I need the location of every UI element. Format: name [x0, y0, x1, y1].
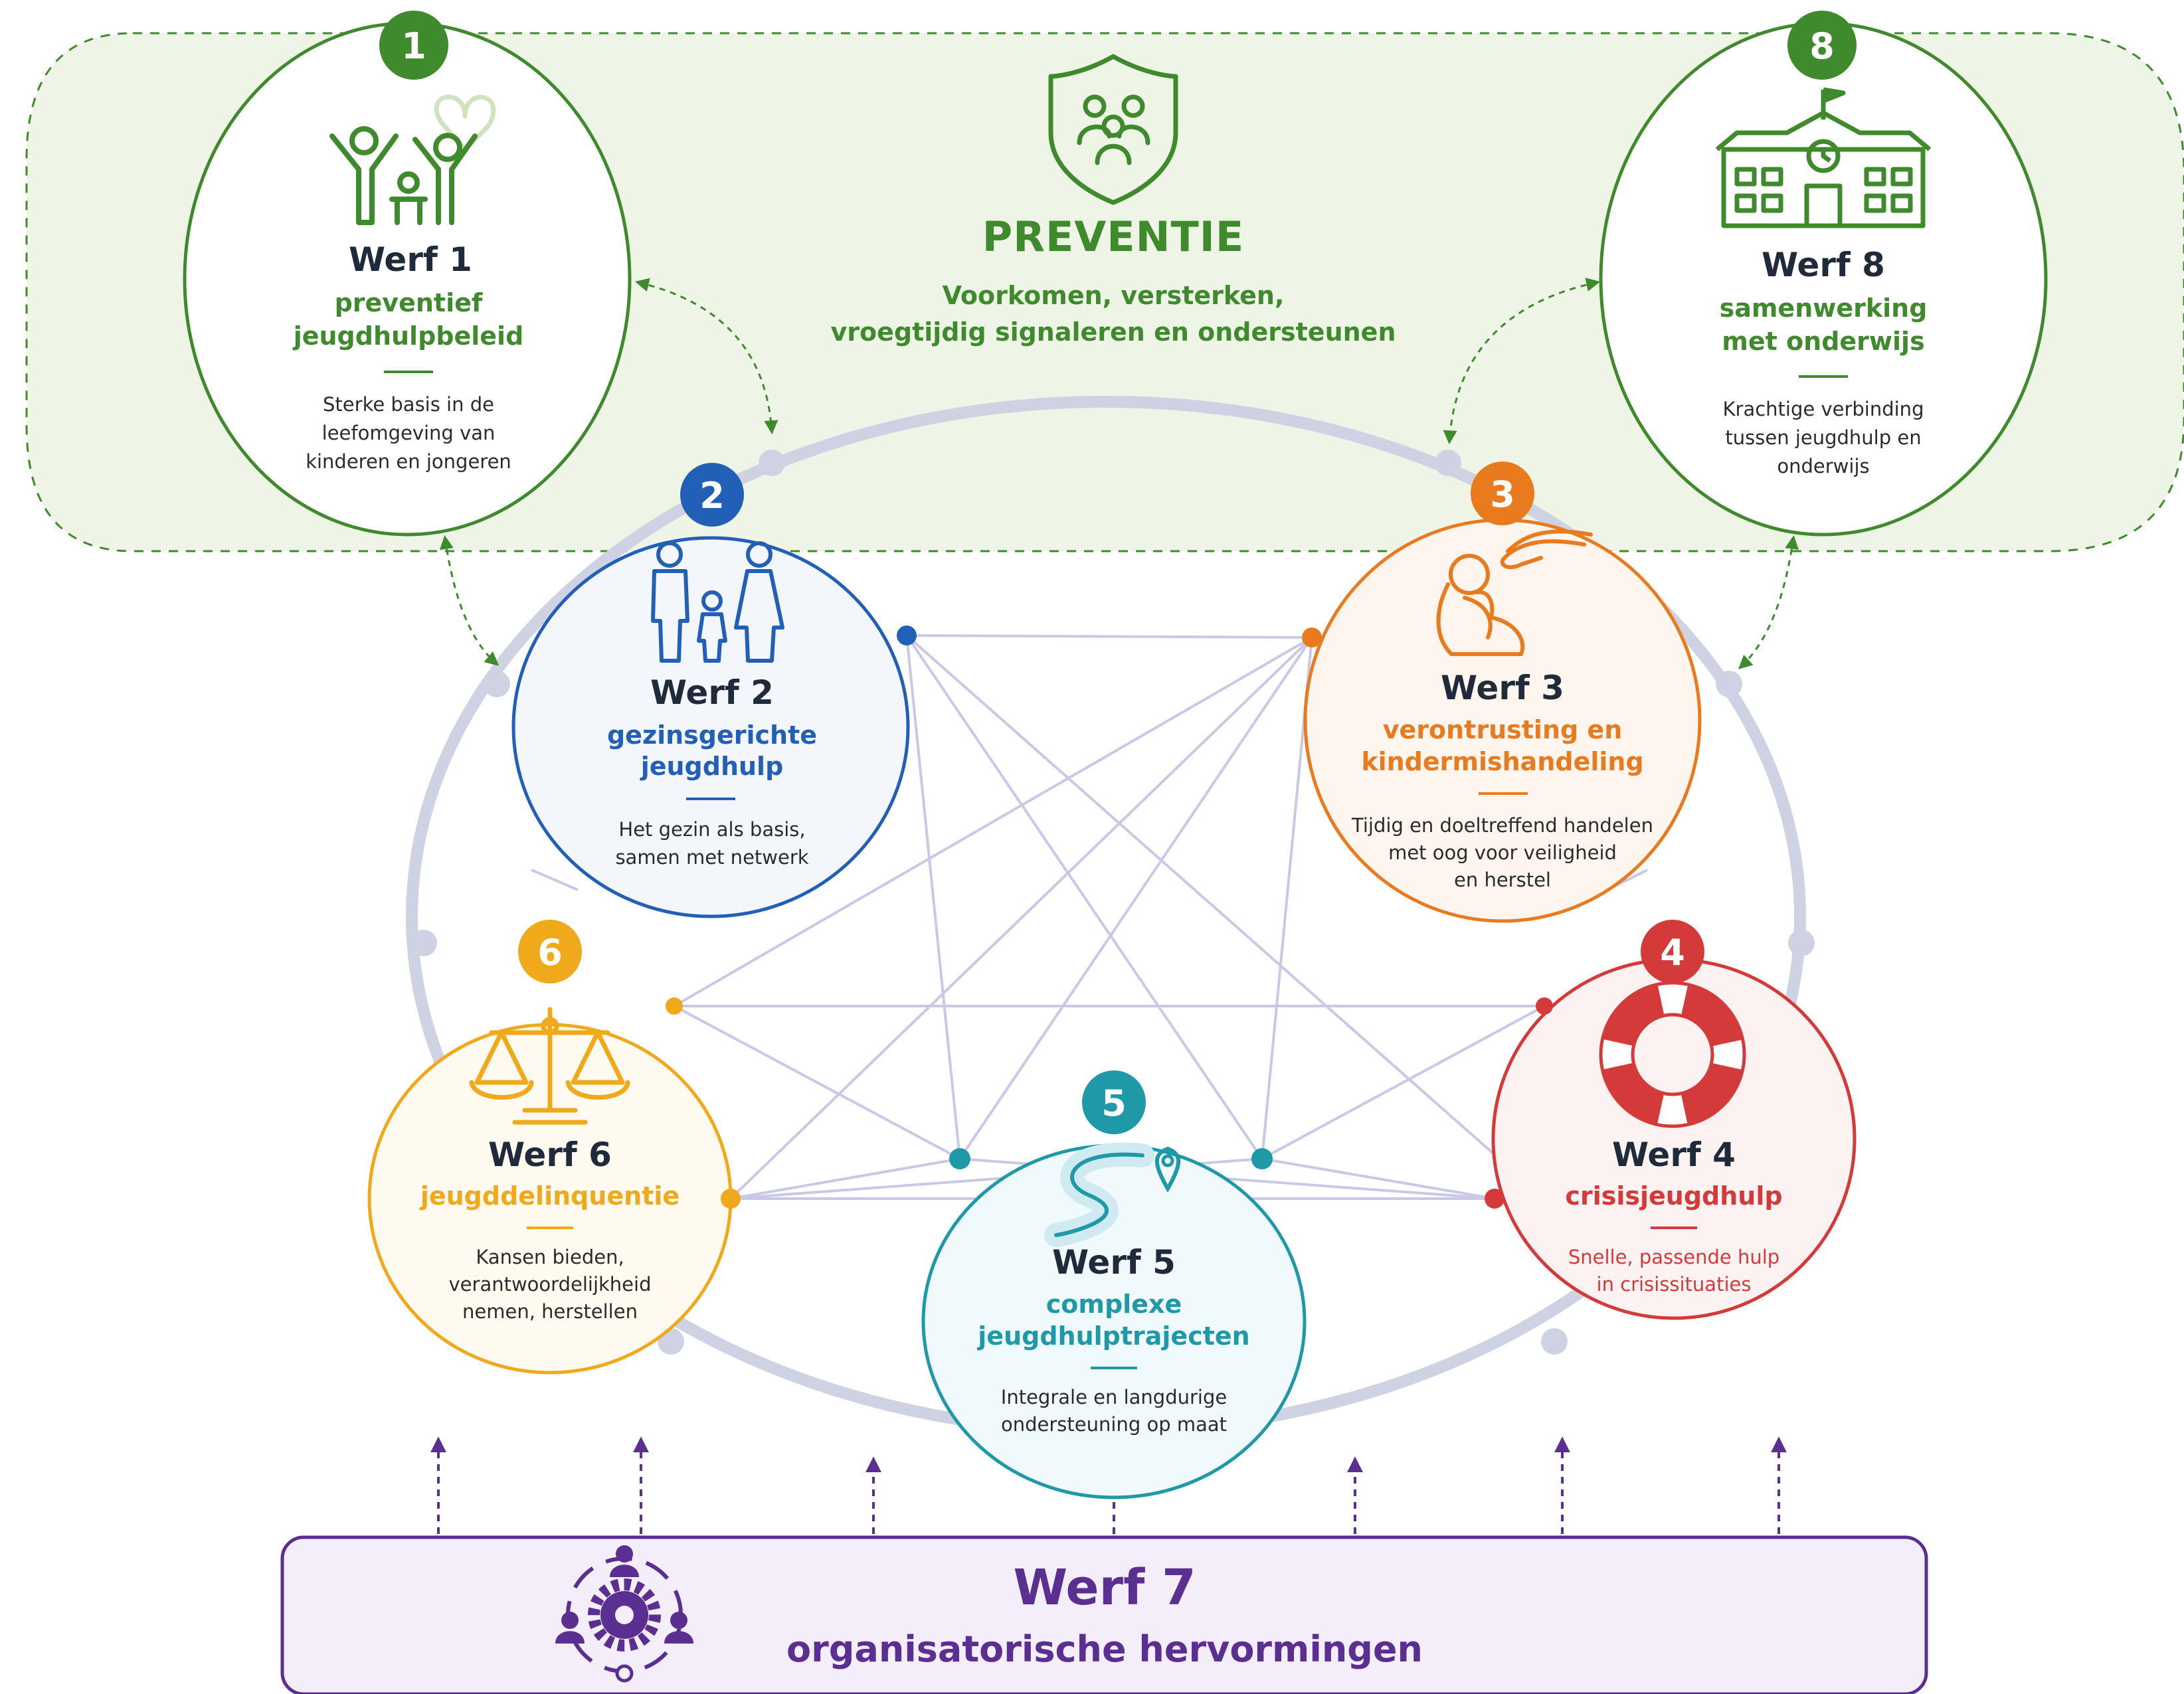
preventie-connectors [439, 278, 1799, 669]
werf-3-desc-line3: en herstel [1454, 869, 1551, 891]
werf-4-subtitle: crisisjeugdhulp [1565, 1181, 1783, 1211]
werf-8-desc-line3: onderwijs [1777, 455, 1870, 477]
werf-1-subtitle-line2: jeugdhulpbeleid [293, 321, 524, 351]
connection-dots [666, 626, 1553, 1209]
werf-2-title: Werf 2 [650, 673, 774, 712]
badge-5: 5 [1082, 1070, 1146, 1134]
network-lines [531, 634, 1648, 1200]
svg-text:1: 1 [401, 25, 426, 67]
werf-6-desc-line3: nemen, herstellen [462, 1300, 638, 1323]
svg-text:2: 2 [699, 475, 725, 517]
werf-8-desc-line2: tussen jeugdhulp en [1725, 426, 1922, 449]
badge-8: 8 [1787, 11, 1857, 80]
werf-3-title: Werf 3 [1441, 669, 1564, 707]
path-pin-icon [1044, 1142, 1181, 1247]
school-icon [1715, 87, 1932, 228]
svg-text:5: 5 [1101, 1082, 1127, 1124]
werf-6-subtitle: jeugddelinquentie [420, 1181, 680, 1211]
werf-5-desc-line1: Integrale en langdurige [1000, 1386, 1228, 1408]
werf-4-desc-line2: in crisissituaties [1596, 1273, 1752, 1296]
accent-rules [384, 371, 1848, 1369]
werf-8-subtitle-line1: samenwerking [1719, 294, 1928, 323]
family-heart-icon [329, 94, 496, 225]
werf-1-subtitle-line1: preventief [334, 288, 483, 317]
werf-7-box[interactable] [280, 1535, 1928, 1694]
werf-7-title: Werf 7 [1013, 1559, 1196, 1616]
werf-6-title: Werf 6 [488, 1136, 612, 1174]
werf-6-desc-line1: Kansen bieden, [476, 1246, 624, 1268]
scales-icon [469, 1007, 630, 1125]
werf-4-title: Werf 4 [1612, 1136, 1736, 1174]
werf-5-title: Werf 5 [1052, 1243, 1176, 1282]
werf-5-desc-line2: ondersteuning op maat [1001, 1413, 1227, 1436]
werf-2-desc-line2: samen met netwerk [615, 846, 809, 869]
werf-6-desc-line2: verantwoordelijkheid [448, 1273, 652, 1296]
werf-1-desc-line3: kinderen en jongeren [306, 450, 511, 473]
werf-8-subtitle-line2: met onderwijs [1722, 327, 1925, 356]
svg-text:8: 8 [1809, 25, 1835, 67]
werf-5-subtitle-line2: jeugdhulptrajecten [978, 1321, 1250, 1351]
werf-8-desc-line1: Krachtige verbinding [1722, 398, 1924, 420]
badge-2: 2 [680, 463, 744, 527]
werf-2-subtitle-line1: gezinsgerichte [606, 720, 818, 750]
werf-7-arrows [430, 1436, 1787, 1534]
shield-family-icon [1048, 54, 1178, 205]
werf-3-subtitle-line1: verontrusting en [1382, 715, 1623, 744]
werf-2-circle[interactable] [511, 536, 910, 918]
werf-1-desc-line2: leefomgeving van [321, 422, 496, 444]
werf-2-subtitle-line2: jeugdhulp [640, 752, 784, 781]
preventie-subtitle-line1: Voorkomen, versterken, [942, 281, 1285, 310]
werf-5-subtitle-line1: complexe [1046, 1290, 1182, 1319]
child-hand-icon [1436, 529, 1593, 656]
badge-4: 4 [1641, 920, 1704, 983]
werf-2-desc-line1: Het gezin als basis, [618, 818, 806, 841]
preventie-title: PREVENTIE [982, 212, 1245, 261]
badge-6: 6 [518, 920, 582, 983]
preventie-subtitle-line2: vroegtijdig signaleren en ondersteunen [830, 317, 1396, 347]
svg-text:3: 3 [1490, 473, 1515, 515]
werf-7-subtitle: organisatorische hervormingen [786, 1628, 1423, 1670]
gear-people-icon [555, 1545, 693, 1683]
svg-text:4: 4 [1660, 932, 1685, 974]
badge-3: 3 [1471, 462, 1534, 525]
werf-4-desc-line1: Snelle, passende hulp [1568, 1246, 1780, 1268]
werf-8-title: Werf 8 [1762, 246, 1885, 284]
werf-3-desc-line2: met oog voor veiligheid [1388, 841, 1617, 864]
family-icon [651, 541, 784, 663]
werf-3-desc-line1: Tijdig en doeltreffend handelen [1352, 814, 1653, 837]
werf-3-subtitle-line2: kindermishandeling [1361, 747, 1644, 776]
werf-1-title: Werf 1 [349, 240, 472, 279]
svg-text:6: 6 [537, 932, 563, 974]
badge-1: 1 [379, 11, 448, 80]
werf-1-desc-line1: Sterke basis in de [323, 393, 494, 416]
